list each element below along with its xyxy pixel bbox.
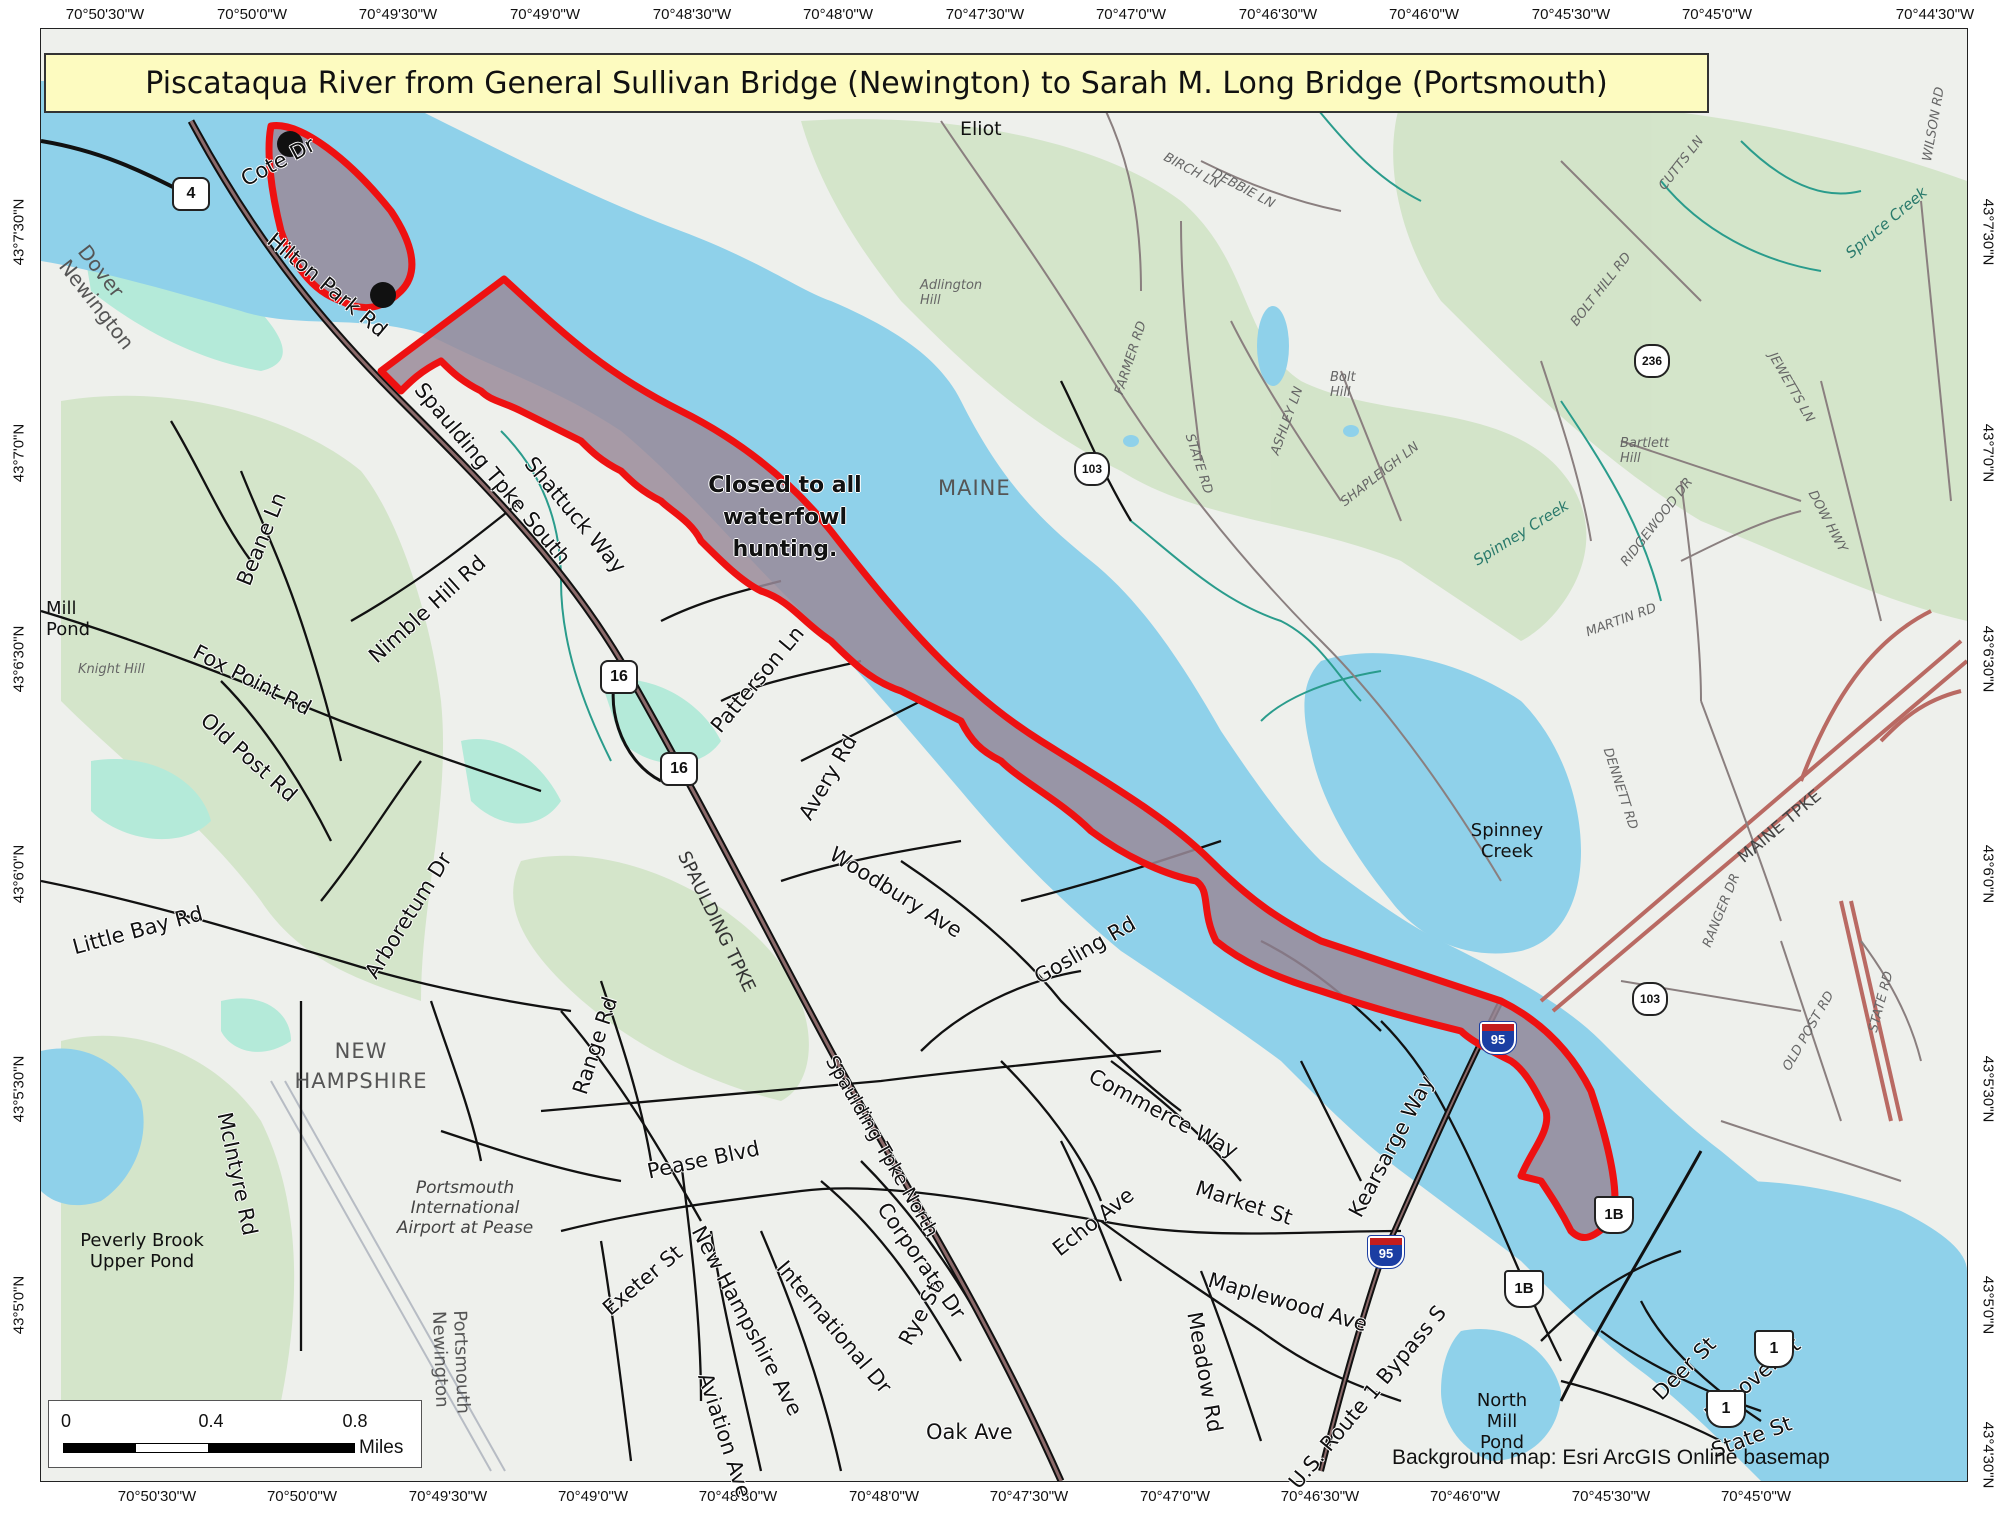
- forest-areas: [61, 99, 1967, 1401]
- lon-tick-bottom: 70°47'30"W: [989, 1488, 1069, 1505]
- place-north-mill-pond: North Mill Pond: [1476, 1390, 1528, 1453]
- lon-tick-bottom: 70°45'0"W: [1720, 1488, 1792, 1505]
- place-mill-pond: Mill Pond: [46, 598, 91, 640]
- lon-tick-bottom: 70°48'0"W: [848, 1488, 920, 1505]
- lat-tick-left: 43°7'0"N: [10, 423, 28, 483]
- place-airport: Portsmouth International Airport at Peas…: [396, 1178, 534, 1238]
- lat-tick-right: 43°5'0"N: [1979, 1275, 1997, 1335]
- i95-shield: 95: [1367, 1235, 1405, 1269]
- place-bartlett-hill: Bartlett Hill: [1620, 436, 1670, 466]
- maine-turnpike: [1539, 609, 1967, 1122]
- lat-tick-left: 43°5'0"N: [10, 1275, 28, 1335]
- lon-tick-top: 70°46'30"W: [1238, 6, 1318, 23]
- lon-tick-top: 70°48'30"W: [652, 6, 732, 23]
- nh-16-shield: 16: [660, 752, 698, 786]
- scale-tick-0: 0: [60, 1411, 72, 1431]
- place-peverly-brook: Peverly Brook Upper Pond: [80, 1230, 204, 1272]
- lon-tick-top: 70°48'0"W: [802, 6, 874, 23]
- lon-tick-top: 70°50'30"W: [65, 6, 145, 23]
- lat-tick-right: 43°4'30"N: [1979, 1421, 1997, 1489]
- lon-tick-bottom: 70°49'0"W: [557, 1488, 629, 1505]
- lon-tick-top: 70°47'30"W: [945, 6, 1025, 23]
- lon-tick-top: 70°49'30"W: [358, 6, 438, 23]
- lon-tick-bottom: 70°48'30"W: [698, 1488, 778, 1505]
- me-236-shield: 236: [1634, 344, 1670, 378]
- lon-tick-top: 70°45'0"W: [1681, 6, 1753, 23]
- lon-tick-top: 70°49'0"W: [509, 6, 581, 23]
- local-roads: [41, 380, 1762, 1472]
- lon-tick-bottom: 70°49'30"W: [408, 1488, 488, 1505]
- streams: [500, 100, 1862, 762]
- lon-tick-top: 70°44'30"W: [1895, 6, 1975, 23]
- basemap-credit: Background map: Esri ArcGIS Online basem…: [1392, 1446, 1830, 1469]
- lat-tick-left: 43°6'0"N: [10, 844, 28, 904]
- map-title: Piscataqua River from General Sullivan B…: [44, 53, 1709, 113]
- nh-16-shield: 16: [600, 660, 638, 694]
- spaulding-turnpike: [41, 119, 1703, 1481]
- water-bodies: [41, 81, 1967, 1481]
- lon-tick-top: 70°47'0"W: [1095, 6, 1167, 23]
- lat-tick-left: 43°5'30"N: [10, 1055, 28, 1123]
- scale-bar: 0 0.4 0.8 Miles: [48, 1400, 422, 1468]
- lon-tick-top: 70°46'0"W: [1388, 6, 1460, 23]
- us-1-shield: 1: [1754, 1330, 1794, 1368]
- lat-tick-right: 43°7'30"N: [1979, 198, 1997, 266]
- me-103-shield: 103: [1632, 982, 1668, 1016]
- place-bolt-hill: Bolt Hill: [1330, 370, 1356, 400]
- state-label-new-hampshire: NEW HAMPSHIRE: [294, 1039, 428, 1093]
- place-adlington-hill: Adlington Hill: [920, 278, 983, 308]
- marker-south: [370, 282, 396, 308]
- lat-tick-right: 43°5'30"N: [1979, 1055, 1997, 1123]
- me-103-shield: 103: [1074, 452, 1110, 486]
- bridge-markers: [277, 131, 396, 308]
- closed-area-label: Closed to all waterfowl hunting.: [708, 473, 862, 562]
- scale-unit: Miles: [359, 1437, 404, 1458]
- place-eliot: Eliot: [960, 118, 1002, 140]
- basemap: [41, 81, 1967, 1481]
- place-spinney-creek: Spinney Creek: [1470, 820, 1544, 862]
- lat-tick-left: 43°6'30"N: [10, 625, 28, 693]
- map-frame: [40, 28, 1968, 1482]
- i95-shield: 95: [1479, 1021, 1517, 1055]
- airport-runways: [270, 1080, 506, 1472]
- lon-tick-bottom: 70°46'0"W: [1429, 1488, 1501, 1505]
- lat-tick-right: 43°6'0"N: [1979, 844, 1997, 904]
- lon-tick-bottom: 70°45'30"W: [1571, 1488, 1651, 1505]
- scale-tick-0-8: 0.8: [342, 1411, 368, 1431]
- exit-1b-shield: 1B: [1594, 1196, 1634, 1234]
- road-label: Oak Ave: [926, 1420, 1013, 1444]
- lon-tick-bottom: 70°50'30"W: [117, 1488, 197, 1505]
- exit-1b-shield: 1B: [1504, 1270, 1544, 1308]
- lon-tick-bottom: 70°47'0"W: [1139, 1488, 1211, 1505]
- marker-north: [277, 131, 303, 157]
- lon-tick-top: 70°50'0"W: [216, 6, 288, 23]
- place-portsmouth-newington: Portsmouth Newington: [428, 1310, 474, 1415]
- place-knight-hill: Knight Hill: [78, 662, 145, 677]
- lon-tick-bottom: 70°50'0"W: [266, 1488, 338, 1505]
- state-label-maine: MAINE: [938, 476, 1011, 500]
- lat-tick-right: 43°7'0"N: [1979, 423, 1997, 483]
- scale-tick-0-4: 0.4: [198, 1411, 224, 1431]
- lon-tick-bottom: 70°46'30"W: [1280, 1488, 1360, 1505]
- nh-4-shield: 4: [172, 177, 210, 211]
- scale-bar-graphic: [63, 1443, 355, 1453]
- lat-tick-left: 43°7'30"N: [10, 198, 28, 266]
- lat-tick-right: 43°6'30"N: [1979, 625, 1997, 693]
- lon-tick-top: 70°45'30"W: [1531, 6, 1611, 23]
- us-1-shield: 1: [1706, 1390, 1746, 1428]
